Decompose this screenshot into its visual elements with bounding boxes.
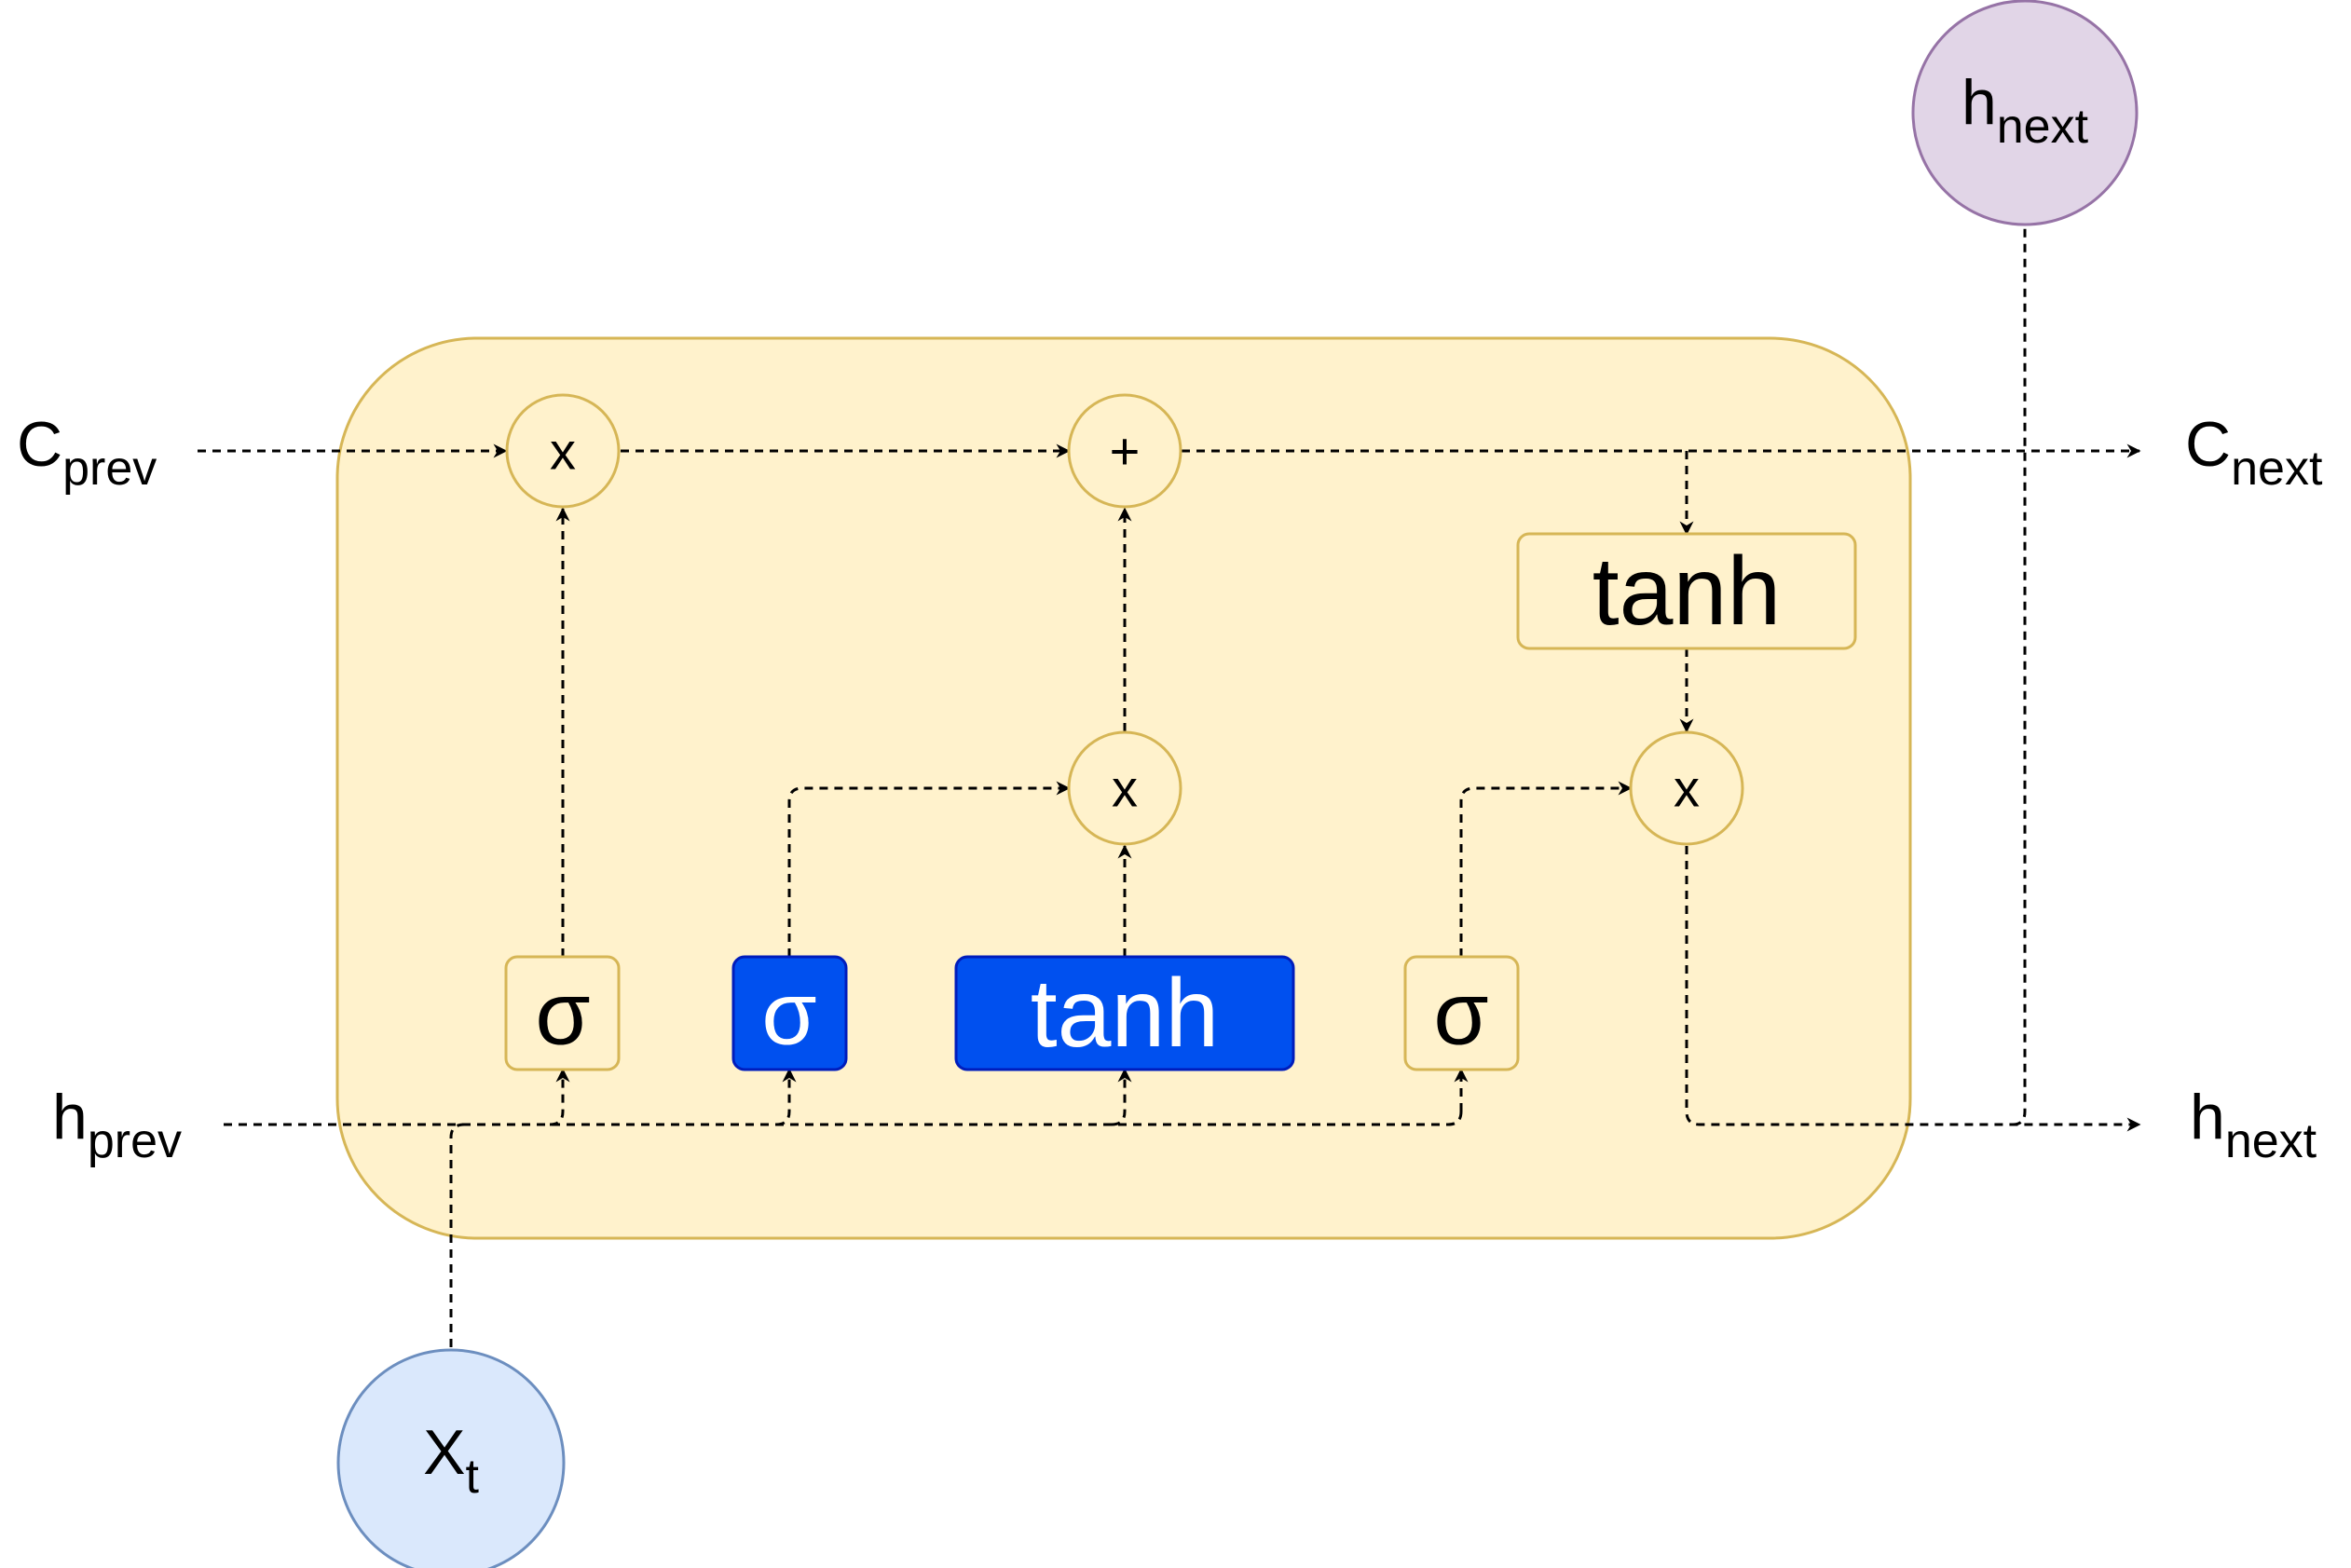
output-multiply-node: x [1629,730,1744,846]
hnext-right-label: hnext [2190,1082,2317,1168]
forget-gate-label: σ [535,964,590,1064]
cell-tanh-box: tanh [1516,532,1857,650]
output-gate-label: σ [1433,964,1488,1064]
forget-multiply-symbol: x [550,422,576,481]
flow-bus-to-forget-gate [549,1068,570,1126]
cell-tanh-label: tanh [1592,538,1781,646]
xt-input-node: Xt [336,1348,566,1568]
hnext-output-node: hnext [1911,0,2139,226]
output-multiply-symbol: x [1674,759,1700,818]
input-multiply-symbol: x [1112,759,1138,818]
hprev-label: hprev [52,1082,182,1168]
forget-gate-box: σ [504,955,621,1071]
flow-bus-to-input-gate [775,1068,797,1126]
input-gate-box: σ [731,955,848,1071]
cell-add-symbol: + [1110,422,1141,481]
flow-hnext-up [2012,166,2032,1126]
input-gate-label: σ [761,964,816,1064]
cnext-label: Cnext [2185,409,2323,496]
candidate-tanh-label: tanh [1031,960,1219,1068]
cell-add-node: + [1067,393,1182,509]
flow-bus-to-candidate [1111,1068,1132,1126]
hnext-top-label: hnext [1961,67,2089,154]
output-gate-box: σ [1403,955,1520,1071]
forget-multiply-node: x [505,393,621,509]
flow-output-gate-to-mult [1459,781,1633,957]
flow-xt-to-bus [449,1123,465,1407]
cprev-label: Cprev [17,409,157,496]
flow-input-gate-to-mult [787,781,1071,957]
input-multiply-node: x [1067,730,1182,846]
flow-hprev-bus [224,1111,1463,1126]
xt-label: Xt [423,1417,479,1504]
flow-output-mult-to-hnext [1685,846,2141,1132]
candidate-tanh-box: tanh [954,955,1295,1071]
